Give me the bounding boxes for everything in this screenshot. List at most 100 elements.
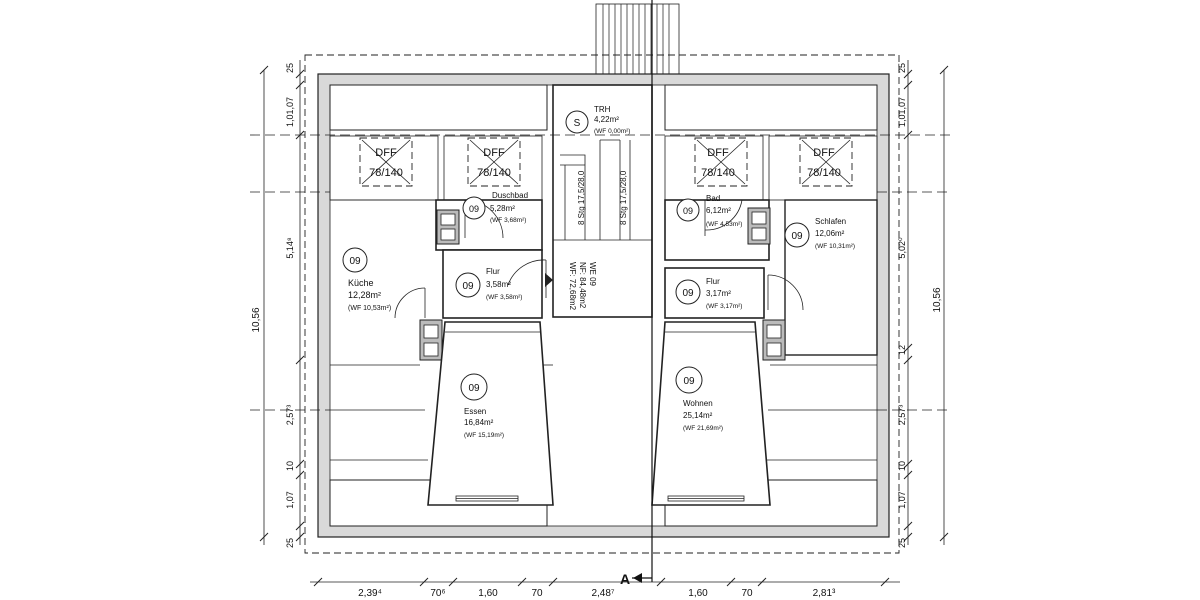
label-bad: 09 Bad 6,12m² (WF 4,53m²) [676, 194, 742, 228]
svg-text:25: 25 [897, 63, 907, 73]
label-schlafen: 09 Schlafen 12,06m² (WF 10,31m²) [784, 217, 855, 250]
door-swings [394, 199, 804, 319]
svg-text:70⁶: 70⁶ [430, 588, 445, 599]
label-flur-left: 09 Flur 3,58m² (WF 3,58m²) [455, 267, 522, 301]
svg-text:10,56: 10,56 [932, 287, 943, 312]
svg-text:Flur: Flur [706, 277, 720, 286]
trh-area: 4,22m² [594, 115, 619, 124]
svg-text:10,56: 10,56 [251, 307, 262, 332]
top-strip-left [329, 84, 548, 131]
svg-text:16,84m²: 16,84m² [464, 418, 494, 427]
svg-text:6,12m²: 6,12m² [706, 206, 731, 215]
svg-text:1,01,07: 1,01,07 [285, 97, 295, 127]
svg-text:1,07: 1,07 [897, 491, 907, 509]
label-duschbad: 09 Duschbad 5,28m² (WF 3,68m²) [462, 191, 528, 224]
svg-text:(WF 10,53m²): (WF 10,53m²) [348, 305, 391, 312]
skylight-2: DFF 78/140 [467, 137, 521, 187]
svg-text:09: 09 [683, 376, 695, 387]
svg-text:2,57³: 2,57³ [897, 405, 907, 426]
section-marker: A [620, 571, 630, 587]
svg-text:09: 09 [682, 288, 694, 299]
trh-badge: S [574, 118, 581, 129]
svg-text:1,60: 1,60 [478, 588, 498, 599]
svg-text:DFF: DFF [375, 147, 397, 159]
dormer-right [651, 321, 771, 506]
svg-text:WE 09: WE 09 [588, 262, 597, 287]
svg-text:(WF 3,17m²): (WF 3,17m²) [706, 303, 742, 310]
stair-steps [560, 139, 631, 240]
stair-label-left: 8 Stg 17,5/28,0 [577, 170, 586, 225]
svg-text:2,39⁴: 2,39⁴ [358, 588, 382, 599]
skylight-3: DFF 78/140 [694, 137, 748, 187]
label-kueche: 09 Küche 12,28m² (WF 10,53m²) [342, 247, 391, 312]
svg-text:78/140: 78/140 [807, 167, 841, 179]
svg-text:NF: 84,48m2: NF: 84,48m2 [578, 262, 587, 309]
svg-text:12,28m²: 12,28m² [348, 290, 381, 300]
label-essen: 09 Essen 16,84m² (WF 15,19m²) [460, 373, 504, 439]
svg-text:78/140: 78/140 [369, 167, 403, 179]
we-label: WE 09 NF: 84,48m2 WF: 72,68m2 [568, 262, 597, 311]
svg-text:Duschbad: Duschbad [492, 191, 528, 200]
svg-text:Bad: Bad [706, 194, 720, 203]
skylight-4: DFF 78/140 [799, 137, 853, 187]
svg-text:25: 25 [897, 538, 907, 548]
svg-text:WF: 72,68m2: WF: 72,68m2 [568, 262, 577, 311]
svg-text:78/140: 78/140 [701, 167, 735, 179]
svg-text:(WF 3,68m²): (WF 3,68m²) [490, 217, 526, 224]
svg-text:10: 10 [897, 461, 907, 471]
svg-text:1,07: 1,07 [285, 491, 295, 509]
dims-left: 10,56 25 1,01,07 5,14⁸ 2,57³ 10 1,07 25 [251, 60, 305, 548]
svg-text:09: 09 [683, 206, 693, 216]
top-strip-right [664, 84, 878, 131]
svg-text:Küche: Küche [348, 278, 374, 288]
svg-text:(WF 4,53m²): (WF 4,53m²) [706, 221, 742, 228]
svg-text:Schlafen: Schlafen [815, 217, 846, 226]
dims-bottom: 2,39⁴ 70⁶ 1,60 70 2,48⁷ 1,60 70 2,81³ [310, 577, 900, 599]
shaft-left-bottom [419, 319, 443, 361]
label-flur-right: 09 Flur 3,17m² (WF 3,17m²) [675, 277, 742, 310]
svg-text:Wohnen: Wohnen [683, 399, 713, 408]
svg-text:1,01,07: 1,01,07 [897, 97, 907, 127]
skylight-1: DFF 78/140 [359, 137, 413, 187]
svg-text:25,14m²: 25,14m² [683, 411, 713, 420]
svg-text:70: 70 [531, 588, 543, 599]
roof-outline [304, 54, 900, 554]
svg-text:25: 25 [285, 538, 295, 548]
svg-text:12,06m²: 12,06m² [815, 229, 845, 238]
svg-text:3,58m²: 3,58m² [486, 280, 511, 289]
svg-text:78/140: 78/140 [477, 167, 511, 179]
shaft-right-bottom [762, 319, 786, 361]
trh-wf: (WF 0,00m²) [594, 128, 630, 135]
svg-text:09: 09 [469, 204, 479, 214]
svg-text:Flur: Flur [486, 267, 500, 276]
shaft-left-top [436, 209, 460, 245]
shaft-right-top [747, 207, 771, 245]
svg-text:5,28m²: 5,28m² [490, 204, 515, 213]
svg-text:09: 09 [349, 256, 361, 267]
svg-text:10: 10 [285, 461, 295, 471]
svg-text:2,48⁷: 2,48⁷ [591, 588, 614, 599]
svg-text:Essen: Essen [464, 407, 486, 416]
dormer-left [427, 321, 554, 506]
svg-text:5,14⁸: 5,14⁸ [285, 237, 295, 259]
trh-name: TRH [594, 105, 611, 114]
svg-text:09: 09 [468, 383, 480, 394]
svg-text:09: 09 [462, 281, 474, 292]
svg-text:2,81³: 2,81³ [813, 588, 836, 599]
svg-text:5,02⁰: 5,02⁰ [897, 237, 907, 259]
svg-text:(WF 21,69m²): (WF 21,69m²) [683, 425, 723, 432]
stair-label-right: 8 Stg 17,5/28,0 [619, 170, 628, 225]
svg-text:(WF 15,19m²): (WF 15,19m²) [464, 432, 504, 439]
svg-text:(WF 3,58m²): (WF 3,58m²) [486, 294, 522, 301]
stair-shaft-top [595, 3, 680, 75]
reference-lines [250, 134, 950, 411]
svg-text:DFF: DFF [813, 147, 835, 159]
svg-text:DFF: DFF [707, 147, 729, 159]
svg-text:1,60: 1,60 [688, 588, 708, 599]
svg-text:3,17m²: 3,17m² [706, 289, 731, 298]
svg-text:70: 70 [741, 588, 753, 599]
svg-text:(WF 10,31m²): (WF 10,31m²) [815, 243, 855, 250]
label-wohnen: 09 Wohnen 25,14m² (WF 21,69m²) [675, 366, 723, 432]
svg-text:DFF: DFF [483, 147, 505, 159]
